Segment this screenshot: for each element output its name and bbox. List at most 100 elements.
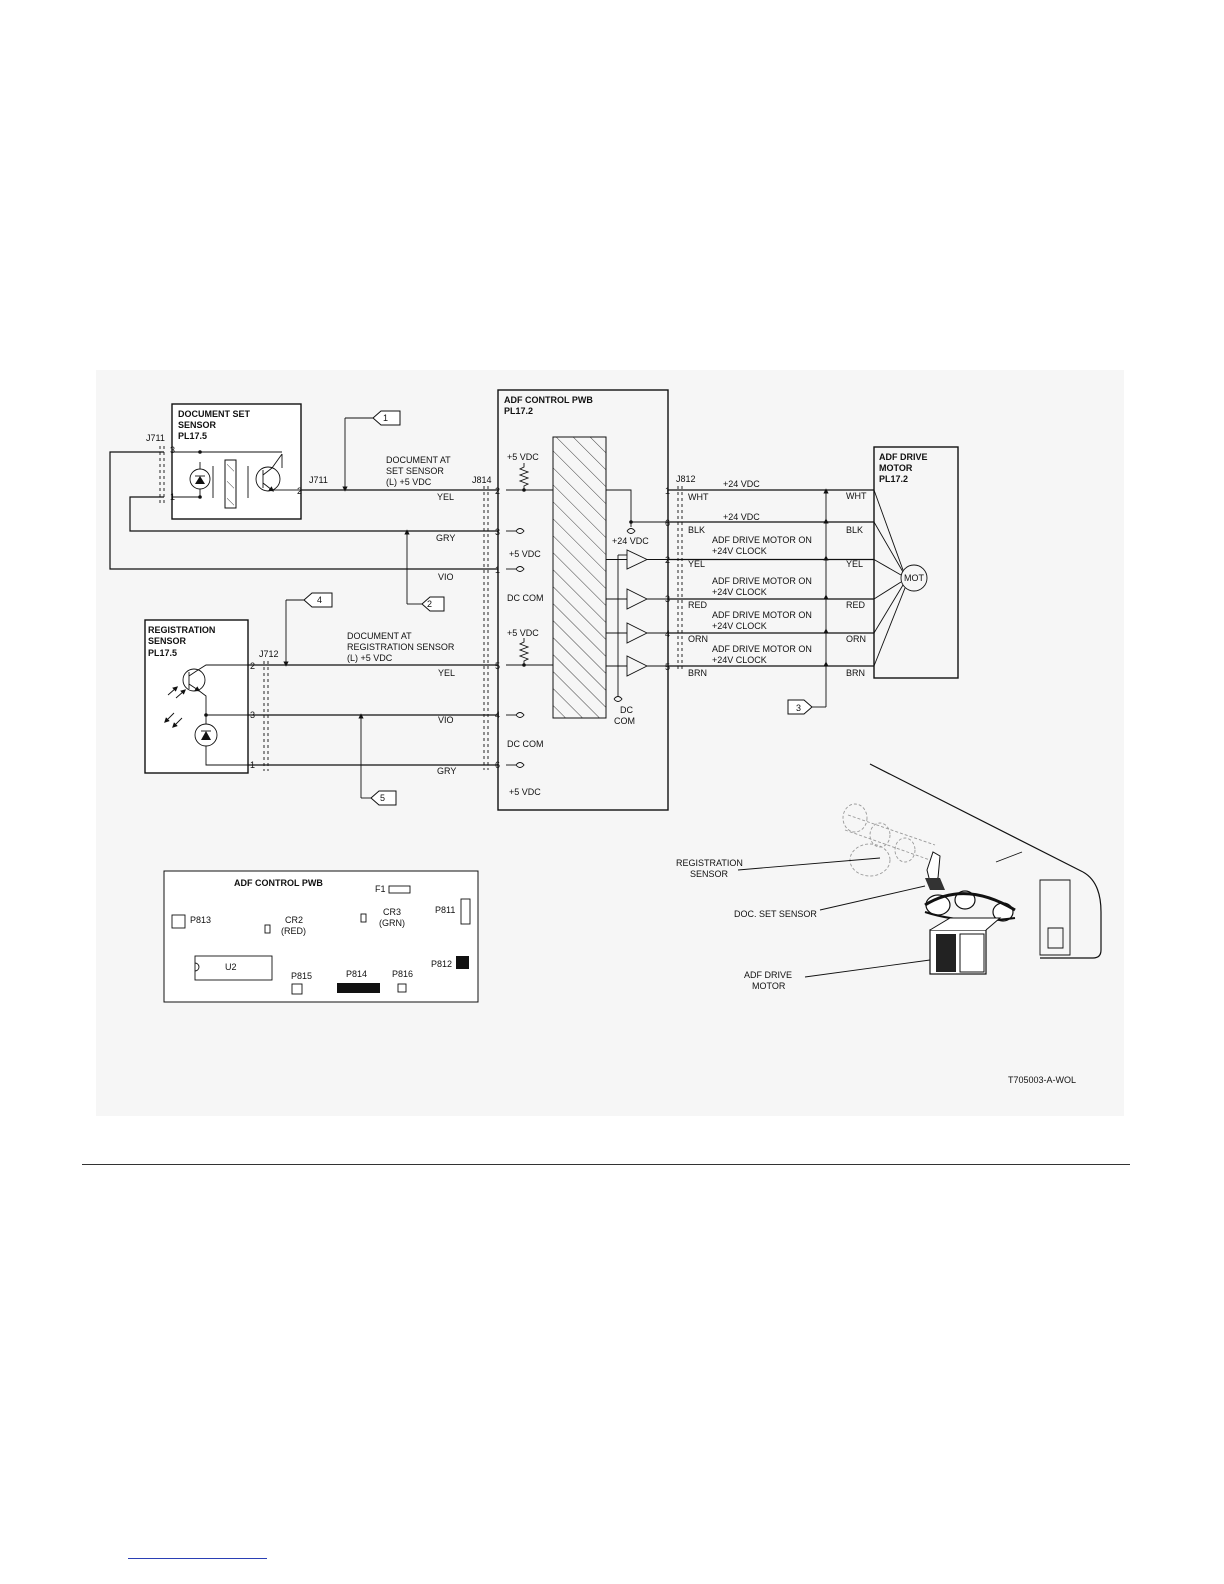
pwb-5vdc-3: +5 VDC xyxy=(509,549,541,559)
doc-set-signal-2: SET SENSOR xyxy=(386,466,444,476)
j814-pin-4: 4 xyxy=(495,710,500,720)
layout-cr3: CR3 xyxy=(383,907,401,917)
doc-set-signal-3: (L) +5 VDC xyxy=(386,477,432,487)
reg-signal-3: (L) +5 VDC xyxy=(347,653,393,663)
wire-orn-2: ORN xyxy=(846,634,866,644)
loc-reg-2: SENSOR xyxy=(690,869,729,879)
layout-p813: P813 xyxy=(190,915,211,925)
wire-wht-2: WHT xyxy=(846,491,867,501)
wire-brn-2: BRN xyxy=(846,668,865,678)
j711-pin-3: 3 xyxy=(170,445,175,455)
document-set-sensor: DOCUMENT SET SENSOR PL17.5 xyxy=(171,403,302,520)
pwb-part: PL17.2 xyxy=(504,406,533,416)
j711-pin-1: 1 xyxy=(170,492,175,502)
motor-title-2: MOTOR xyxy=(879,463,913,473)
j814-pin-5: 5 xyxy=(495,661,500,671)
j812-label: J812 xyxy=(676,474,696,484)
doc-set-signal-1: DOCUMENT AT xyxy=(386,455,451,465)
pwb-dc: DC xyxy=(620,705,633,715)
wire-brn-1: BRN xyxy=(688,668,707,678)
layout-f1: F1 xyxy=(375,884,386,894)
motor-on-3b: +24V CLOCK xyxy=(712,621,767,631)
motor-wiring xyxy=(668,488,874,708)
layout-p816: P816 xyxy=(392,969,413,979)
motor-on-1b: +24V CLOCK xyxy=(712,546,767,556)
flag-1: 1 xyxy=(372,410,401,426)
wire-gry-2: GRY xyxy=(437,766,456,776)
wire-yel-2: YEL xyxy=(438,668,455,678)
registration-sensor: REGISTRATION SENSOR PL17.5 xyxy=(144,619,249,774)
pwb-layout: ADF CONTROL PWB F1 P813 CR2 (RED) CR3 (G… xyxy=(163,870,479,1003)
layout-title: ADF CONTROL PWB xyxy=(234,878,323,888)
motor-on-4b: +24V CLOCK xyxy=(712,655,767,665)
j814-pin-1: 1 xyxy=(495,565,500,575)
motor-on-2a: ADF DRIVE MOTOR ON xyxy=(712,576,812,586)
loc-reg-1: REGISTRATION xyxy=(676,858,743,868)
wire-blk-1: BLK xyxy=(688,525,705,535)
j814-pin-3: 3 xyxy=(495,527,500,537)
wire-yel-4: YEL xyxy=(846,559,863,569)
j812-pin-6: 6 xyxy=(665,518,670,528)
wire-gry-1: GRY xyxy=(436,533,455,543)
j712-pin-2: 2 xyxy=(250,661,255,671)
pwb-com: COM xyxy=(614,716,635,726)
j711-right-label: J711 xyxy=(309,475,328,485)
loc-motor-2: MOTOR xyxy=(752,981,786,991)
pwb-dccom-2: DC COM xyxy=(507,739,544,749)
pwb-5vdc-4: +5 VDC xyxy=(509,787,541,797)
pwb-5vdc-1: +5 VDC xyxy=(507,452,539,462)
reg-sensor-title-2: SENSOR xyxy=(148,636,187,646)
flag-3: 3 xyxy=(787,699,813,715)
motor-24vdc-1: +24 VDC xyxy=(723,479,760,489)
wire-red-2: RED xyxy=(846,600,866,610)
doc-set-sensor-part: PL17.5 xyxy=(178,431,207,441)
phototransistor-icon xyxy=(182,668,206,692)
pwb-5vdc-2: +5 VDC xyxy=(507,628,539,638)
phototransistor-icon xyxy=(255,466,281,492)
sensor-wiring xyxy=(109,417,498,799)
wire-yel-1: YEL xyxy=(437,492,454,502)
flag-4: 4 xyxy=(303,592,333,608)
j812-pin-3: 3 xyxy=(665,594,670,604)
j812-pin-1: 1 xyxy=(665,486,670,496)
footer-link-underline xyxy=(128,1558,267,1559)
wire-orn-1: ORN xyxy=(688,634,708,644)
wire-blk-2: BLK xyxy=(846,525,863,535)
wire-red-1: RED xyxy=(688,600,708,610)
footer-divider xyxy=(82,1164,1130,1165)
svg-text:3: 3 xyxy=(796,703,801,713)
layout-p812: P812 xyxy=(431,959,452,969)
pwb-dccom-1: DC COM xyxy=(507,593,544,603)
wire-vio-2: VIO xyxy=(438,715,454,725)
adf-location-drawing: REGISTRATION SENSOR DOC. SET SENSOR ADF … xyxy=(676,763,1102,991)
j814-pin-2: 2 xyxy=(495,486,500,496)
motor-on-3a: ADF DRIVE MOTOR ON xyxy=(712,610,812,620)
motor-on-4a: ADF DRIVE MOTOR ON xyxy=(712,644,812,654)
reg-signal-2: REGISTRATION SENSOR xyxy=(347,642,455,652)
j812-pin-4: 4 xyxy=(665,629,670,639)
layout-cr2: CR2 xyxy=(285,915,303,925)
j814-pin-6: 6 xyxy=(495,760,500,770)
svg-text:5: 5 xyxy=(380,793,385,803)
flag-2: 2 xyxy=(421,596,445,612)
figure-id: T705003-A-WOL xyxy=(1008,1075,1076,1085)
motor-on-2b: +24V CLOCK xyxy=(712,587,767,597)
motor-title-1: ADF DRIVE xyxy=(879,452,928,462)
j711-left-label: J711 xyxy=(146,433,165,443)
layout-p811: P811 xyxy=(435,905,455,915)
motor-symbol: MOT xyxy=(904,573,924,583)
j812-pin-2: 2 xyxy=(665,555,670,565)
svg-text:4: 4 xyxy=(317,595,322,605)
j814-label: J814 xyxy=(472,475,492,485)
j711-pin-2: 2 xyxy=(297,486,302,496)
motor-part: PL17.2 xyxy=(879,474,908,484)
doc-set-sensor-title-2: SENSOR xyxy=(178,420,217,430)
reg-signal-1: DOCUMENT AT xyxy=(347,631,412,641)
adf-drive-motor: ADF DRIVE MOTOR PL17.2 MOT xyxy=(873,446,959,679)
motor-icon xyxy=(900,564,928,592)
svg-text:2: 2 xyxy=(427,599,432,609)
wire-wht-1: WHT xyxy=(688,492,709,502)
reg-sensor-title-1: REGISTRATION xyxy=(148,625,215,635)
svg-text:1: 1 xyxy=(383,413,388,423)
